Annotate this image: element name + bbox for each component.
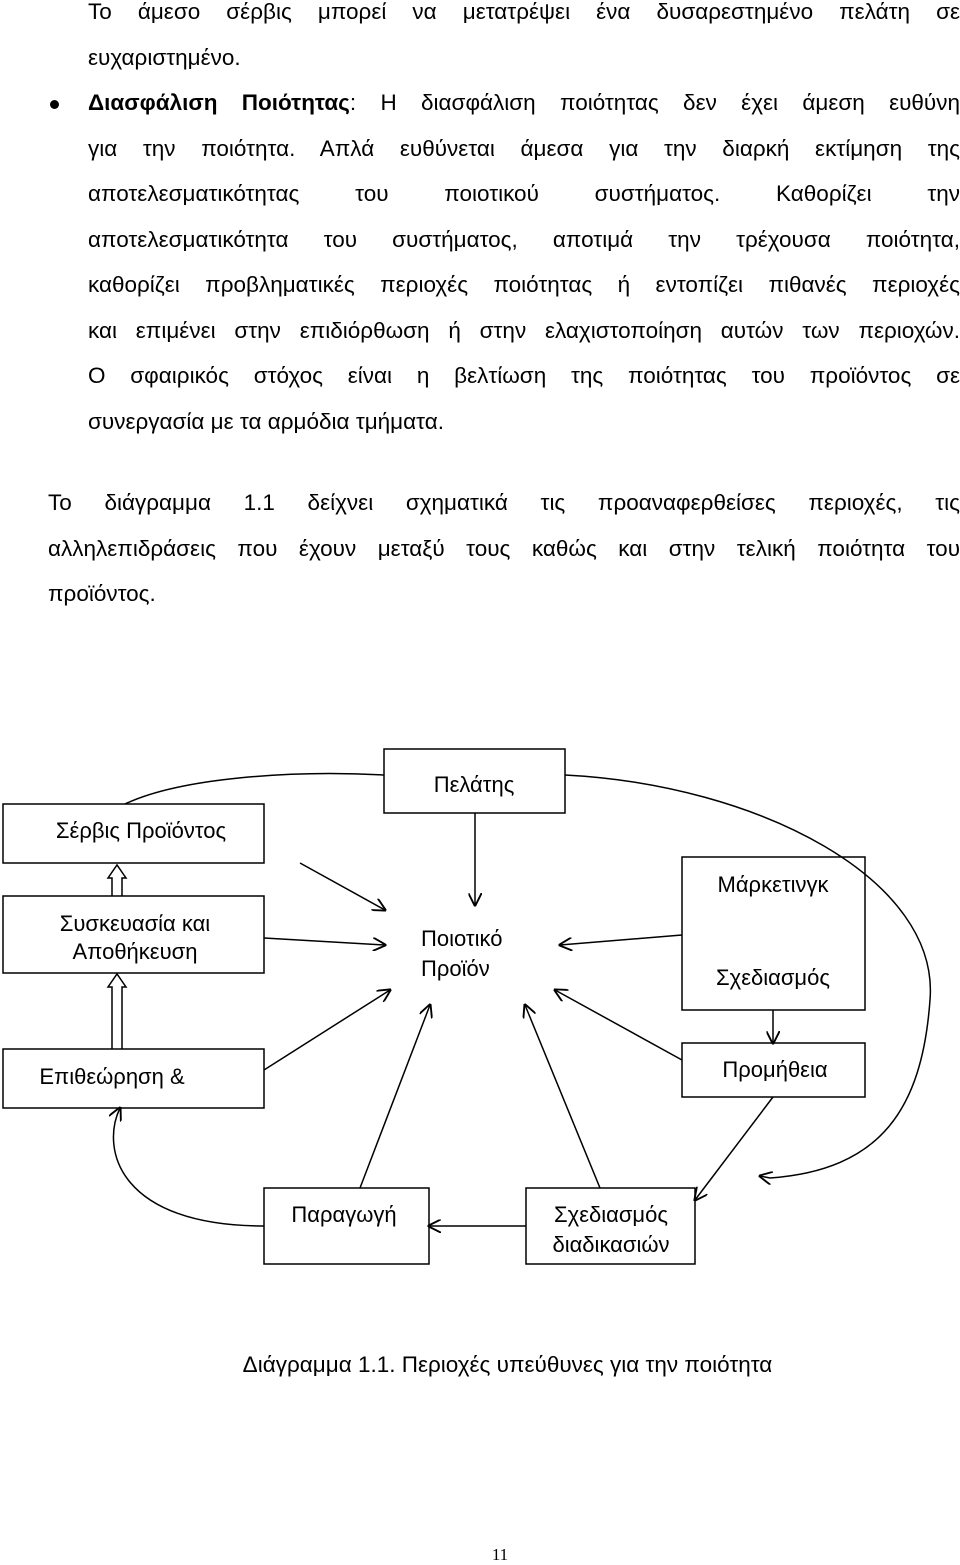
bullet-paragraph: Διασφάλιση Ποιότητας: Η διασφάλιση ποιότ… <box>88 80 960 444</box>
quality-areas-diagram: Πελάτης Σέρβις Προϊόντος Συσκευασία και … <box>2 748 931 1265</box>
text-line: και επιμένει στην επιδιόρθωση ή στην ελα… <box>88 317 960 343</box>
bullet-term: Διασφάλιση Ποιότητας <box>88 90 350 115</box>
packaging-label-2: Αποθήκευση <box>73 939 198 964</box>
text-line: αλληλεπιδράσεις που έχουν μεταξύ τους κα… <box>48 535 960 561</box>
procurement-label: Προμήθεια <box>722 1057 827 1082</box>
text-line: για την ποιότητα. Απλά ευθύνεται άμεσα γ… <box>88 135 960 161</box>
text-line: συνεργασία με τα αρμόδια τμήματα. <box>88 408 444 434</box>
diagram-caption: Διάγραμμα 1.1. Περιοχές υπεύθυνες για τη… <box>242 1352 773 1377</box>
cycle-arc <box>564 774 931 1179</box>
text-line: Ο σφαιρικός στόχος είναι η βελτίωση της … <box>88 363 960 388</box>
marketing-label: Μάρκετινγκ <box>718 872 830 897</box>
paragraph-diagram-intro: Το διάγραμμα 1.1 δείχνει σχηματικά τις π… <box>48 480 960 617</box>
text-line: καθορίζει προβληματικές περιοχές ποιότητ… <box>88 272 960 297</box>
inspection-box <box>2 1048 265 1109</box>
cycle-arc-left <box>124 772 385 805</box>
text-line: Το άμεσο σέρβις μπορεί να μετατρέψει ένα… <box>88 0 960 24</box>
procurement-box <box>681 1042 866 1098</box>
center-label-1: Ποιοτικό <box>421 926 502 951</box>
inspection-label: Επιθεώρηση & <box>39 1064 185 1089</box>
packaging-label-1: Συσκευασία και <box>60 911 211 936</box>
text-line: Διασφάλιση Ποιότητας: Η διασφάλιση ποιότ… <box>88 80 960 126</box>
paragraph-top: Το άμεσο σέρβις μπορεί να μετατρέψει ένα… <box>88 0 960 80</box>
text-line: ευχαριστημένο. <box>88 44 241 70</box>
center-label-2: Προϊόν <box>421 956 490 981</box>
text-line: αποτελεσματικότητα του συστήματος, αποτι… <box>88 226 960 252</box>
bullet-marker <box>50 100 59 109</box>
service-label: Σέρβις Προϊόντος <box>56 818 226 843</box>
text-line: Το διάγραμμα 1.1 δείχνει σχηματικά τις π… <box>48 490 960 515</box>
production-box <box>263 1187 430 1265</box>
packaging-box <box>2 895 265 974</box>
process-design-label-2: διαδικασιών <box>552 1232 669 1257</box>
client-box <box>383 748 566 814</box>
marketing-design-box <box>681 856 866 1011</box>
process-design-label-1: Σχεδιασμός <box>554 1202 668 1227</box>
arrows-to-center <box>263 813 683 1189</box>
cycle-connectors <box>113 1010 773 1226</box>
design-label: Σχεδιασμός <box>716 965 830 990</box>
hollow-arrow-up <box>106 863 128 1049</box>
text-line: αποτελεσματικότητας του ποιοτικού συστήμ… <box>88 181 960 206</box>
page-number: 11 <box>491 1545 509 1564</box>
text-line: προϊόντος. <box>48 581 156 606</box>
client-label: Πελάτης <box>434 772 515 797</box>
service-box <box>2 803 265 864</box>
production-label: Παραγωγή <box>291 1202 396 1227</box>
bullet-first-line-rest: : Η διασφάλιση ποιότητας δεν έχει άμεση … <box>349 90 960 115</box>
